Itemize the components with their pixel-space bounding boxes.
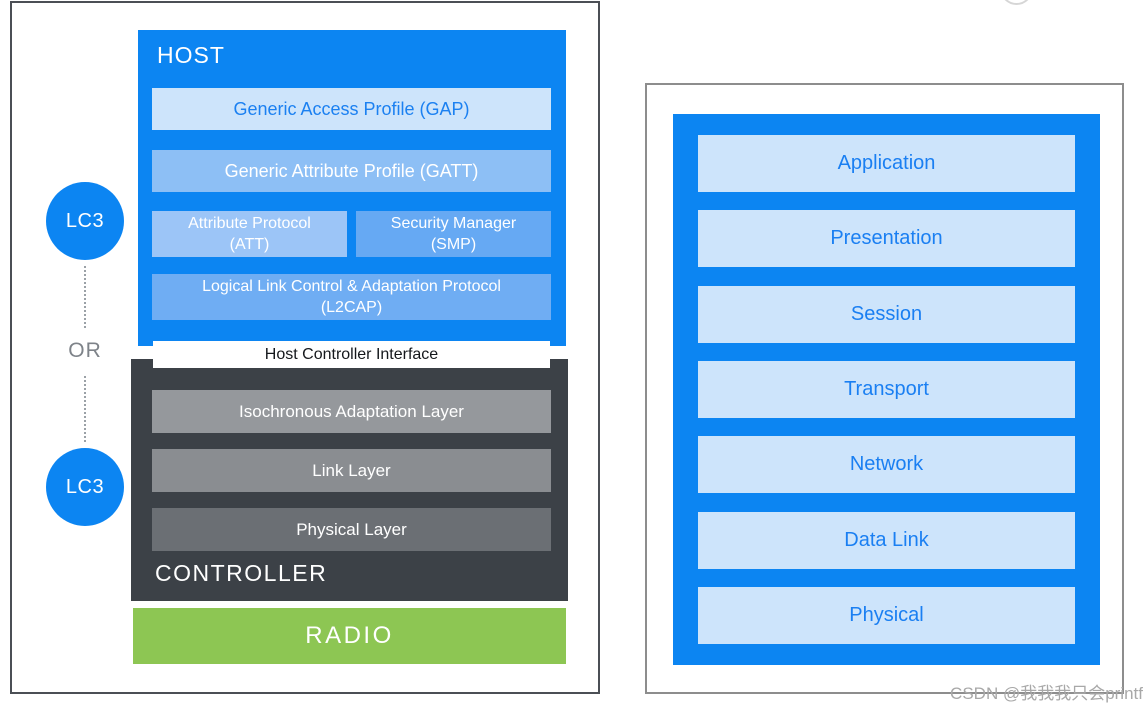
or-label: OR xyxy=(68,339,102,362)
controller-title: CONTROLLER xyxy=(155,560,328,586)
radio-block: RADIO xyxy=(133,608,566,664)
osi-layer-presentation: Presentation xyxy=(698,210,1075,268)
partial-circle-decoration xyxy=(1000,0,1033,5)
osi-layer-datalink: Data Link xyxy=(698,511,1075,569)
physical-layer: Physical Layer xyxy=(152,508,551,551)
csdn-watermark: CSDN @我我我只会printf xyxy=(950,684,1143,703)
osi-layer-session: Session xyxy=(698,285,1075,343)
lc3-bottom-label: LC3 xyxy=(65,475,105,498)
smp-layer-line1: Security Manager xyxy=(390,215,517,232)
controller-block: Isochronous Adaptation Layer Link Layer … xyxy=(131,359,568,601)
smp-layer-line2: (SMP) xyxy=(430,236,477,253)
osi-layer-physical: Physical xyxy=(698,586,1075,644)
l2cap-layer: Logical Link Control & Adaptation Protoc… xyxy=(152,274,551,320)
hci-strip: Host Controller Interface xyxy=(153,341,550,368)
lc3-top-label: LC3 xyxy=(65,209,105,232)
dotted-connector-lower xyxy=(84,376,86,442)
host-title: HOST xyxy=(157,42,225,68)
att-layer-line1: Attribute Protocol xyxy=(188,215,311,232)
smp-layer: Security Manager (SMP) xyxy=(356,211,551,257)
dotted-connector-upper xyxy=(84,266,86,328)
gatt-layer: Generic Attribute Profile (GATT) xyxy=(152,150,551,192)
l2cap-layer-line1: Logical Link Control & Adaptation Protoc… xyxy=(202,278,501,295)
lc3-codec-badge-top: LC3 xyxy=(46,182,124,260)
link-layer: Link Layer xyxy=(152,449,551,492)
att-layer: Attribute Protocol (ATT) xyxy=(152,211,347,257)
l2cap-layer-line2: (L2CAP) xyxy=(320,299,383,316)
osi-layer-application: Application xyxy=(698,135,1075,192)
lc3-codec-badge-bottom: LC3 xyxy=(46,448,124,526)
osi-layer-network: Network xyxy=(698,436,1075,494)
osi-layer-transport: Transport xyxy=(698,360,1075,418)
att-layer-line2: (ATT) xyxy=(229,236,270,253)
gap-layer: Generic Access Profile (GAP) xyxy=(152,88,551,130)
isochronous-adaptation-layer: Isochronous Adaptation Layer xyxy=(152,390,551,433)
host-block: HOST Generic Access Profile (GAP) Generi… xyxy=(138,30,566,346)
osi-stack-block: Application Presentation Session Transpo… xyxy=(673,114,1100,665)
